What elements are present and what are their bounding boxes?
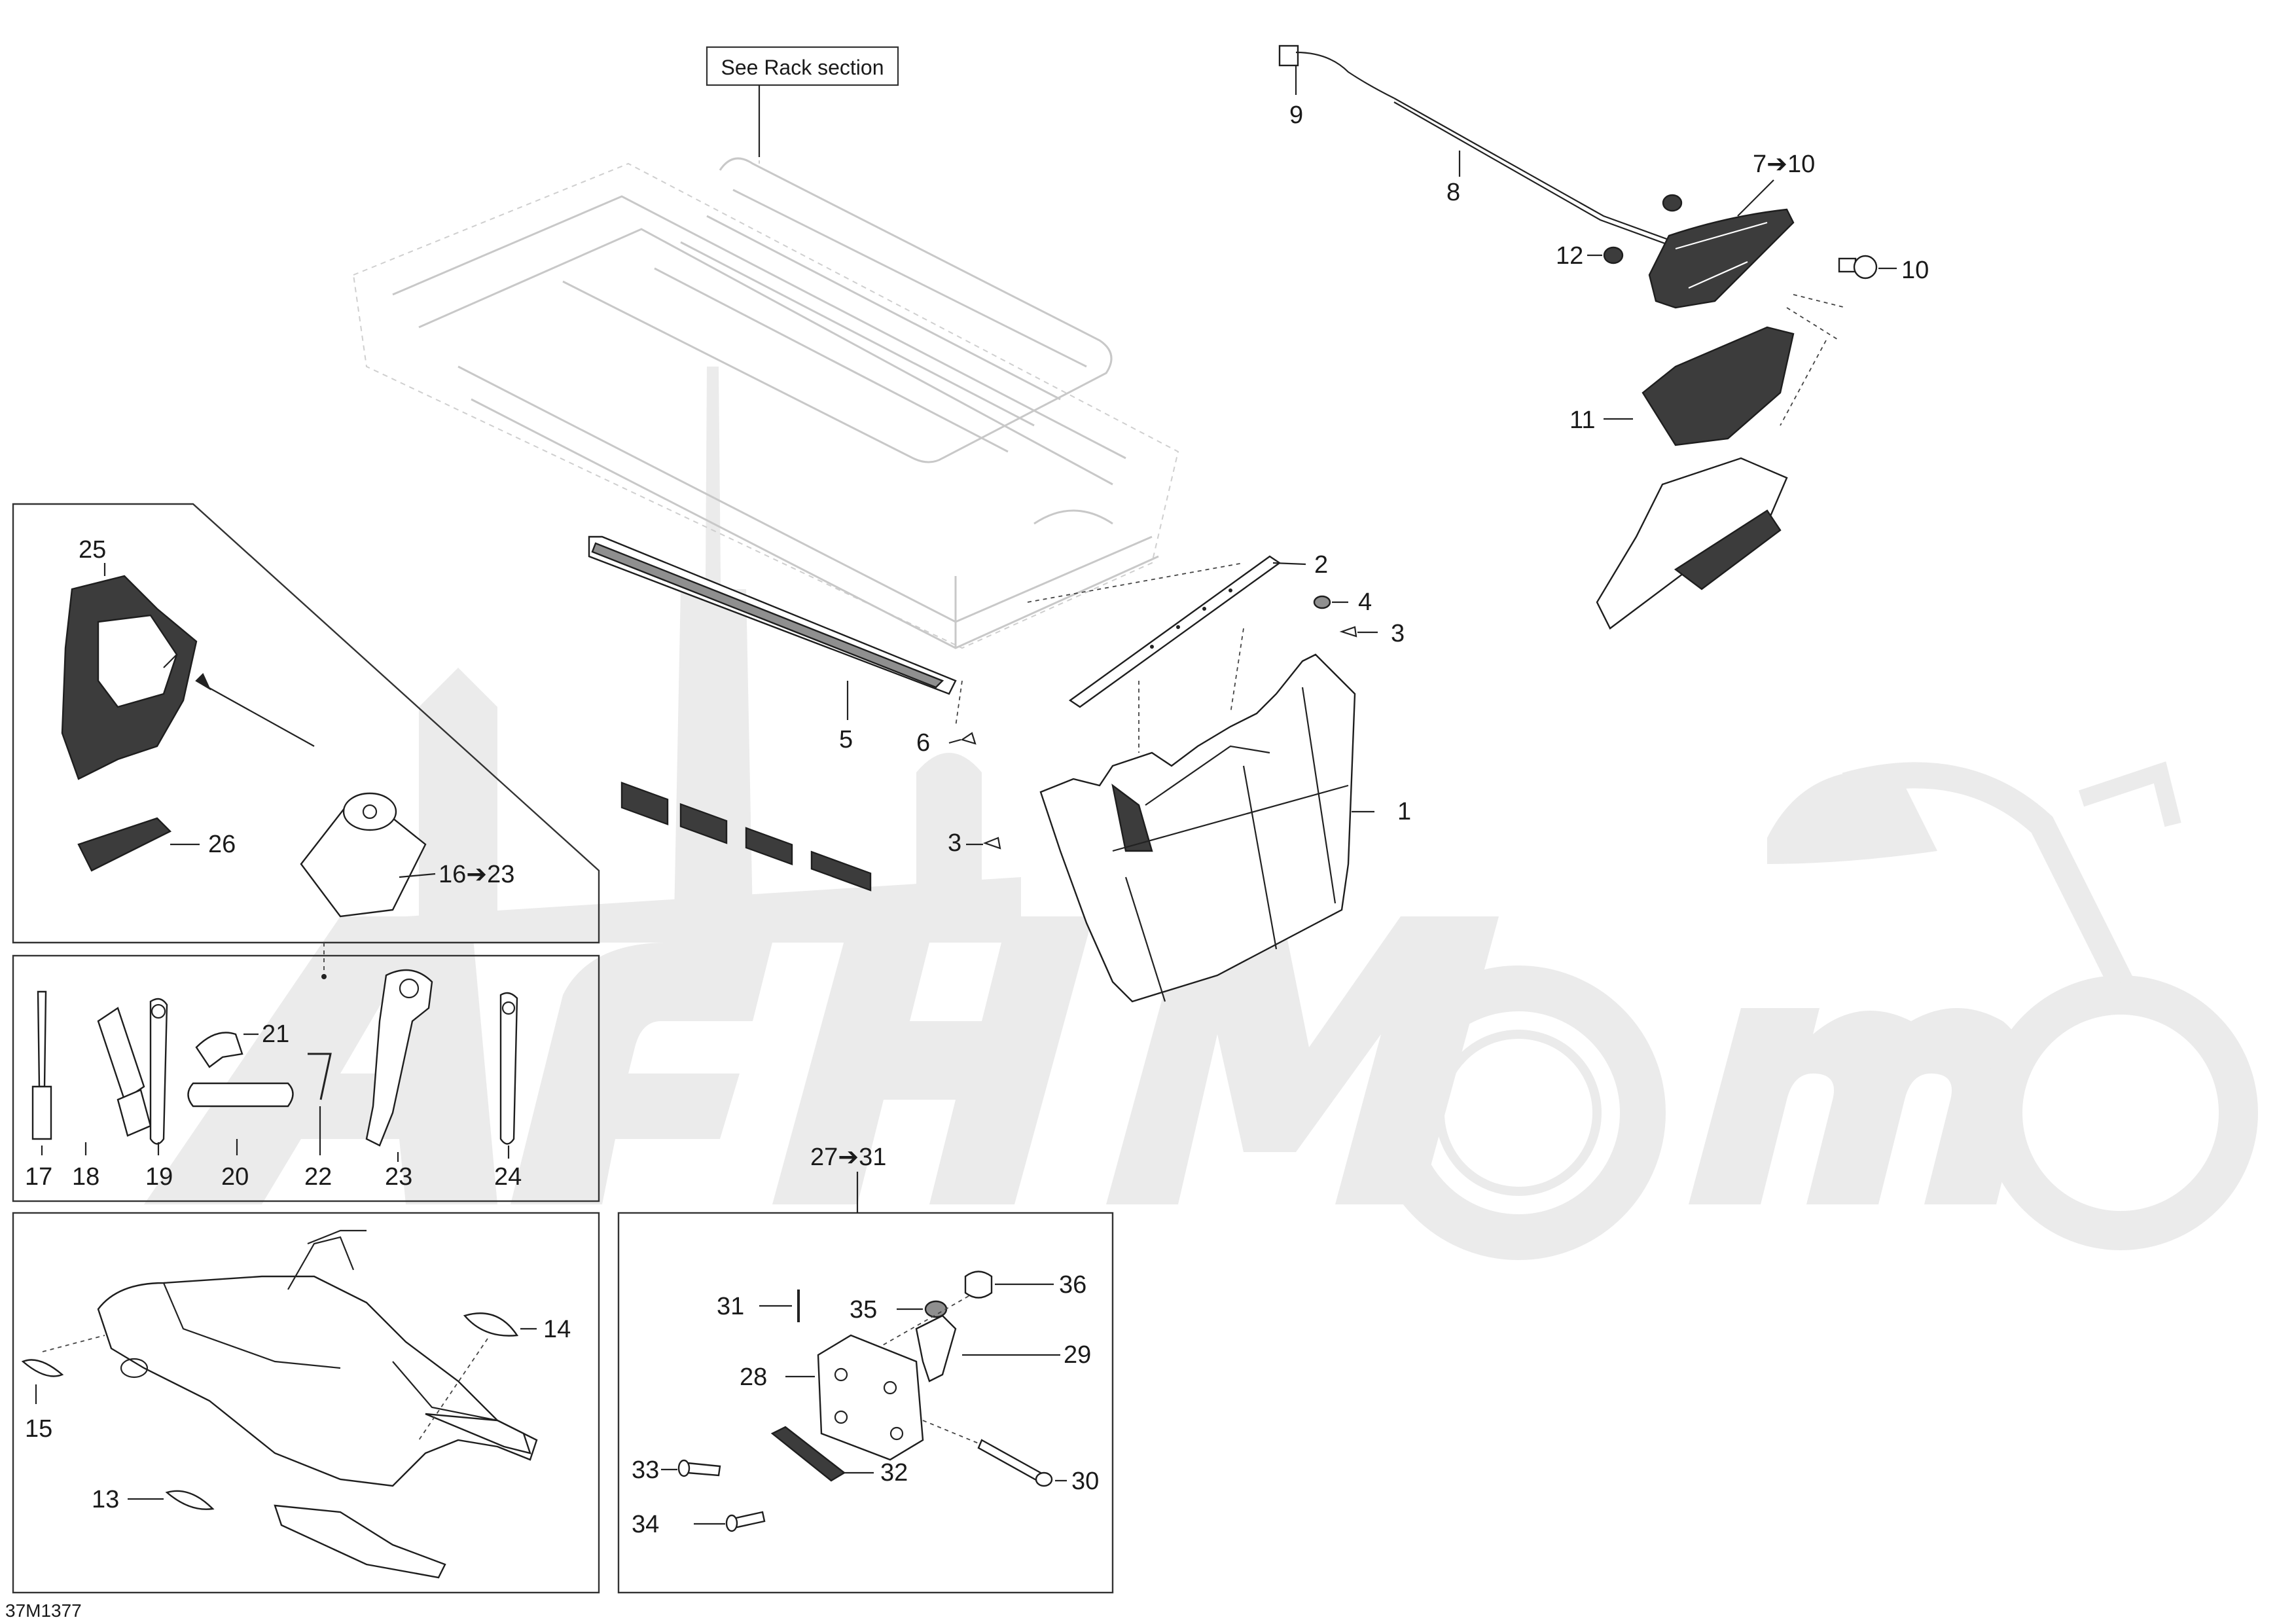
diagram-code: 37M1377 xyxy=(5,1600,82,1621)
callout-26: 26 xyxy=(208,831,236,858)
part-3-screw-left xyxy=(966,837,1001,850)
callout-28: 28 xyxy=(740,1363,767,1391)
callout-15: 15 xyxy=(25,1415,52,1443)
part-5-strip xyxy=(588,535,963,892)
callout-11: 11 xyxy=(1570,406,1595,434)
part-4-nut xyxy=(1313,595,1348,609)
callout-14: 14 xyxy=(543,1316,571,1343)
part-12-grommet xyxy=(1587,194,1683,264)
callout-22: 22 xyxy=(304,1163,332,1191)
box-tools xyxy=(12,954,600,1202)
callout-25: 25 xyxy=(79,536,106,564)
callout-1: 1 xyxy=(1397,798,1411,825)
ghost-rack xyxy=(352,111,1179,649)
part-3-screw-top xyxy=(1339,626,1378,638)
part-11-housing xyxy=(1596,307,1840,630)
part-8-harness xyxy=(1393,98,1676,247)
callout-17: 17 xyxy=(25,1163,52,1191)
callout-labels: 1 2 3 3 4 5 6 7➔10 8 9 10 11 12 13 14 15… xyxy=(25,101,1929,1538)
part-10-bulb xyxy=(1793,255,1897,308)
callout-27-31: 27➔31 xyxy=(810,1144,886,1171)
callout-31: 31 xyxy=(717,1293,744,1320)
callout-12: 12 xyxy=(1556,242,1583,270)
part-2-retainer xyxy=(1027,555,1306,708)
callout-18: 18 xyxy=(72,1163,99,1191)
callout-8: 8 xyxy=(1446,179,1460,206)
part-1-snowflap xyxy=(1039,628,1374,1003)
callout-23: 23 xyxy=(385,1163,412,1191)
box-mount-hardware xyxy=(617,1172,1114,1594)
callout-32: 32 xyxy=(880,1459,908,1487)
callout-16-23: 16➔23 xyxy=(439,861,514,888)
callout-3-left: 3 xyxy=(948,829,961,857)
callout-3-top: 3 xyxy=(1391,620,1405,647)
part-7-tail-light xyxy=(1648,179,1795,309)
callout-29: 29 xyxy=(1064,1341,1091,1369)
callout-19: 19 xyxy=(145,1163,173,1191)
callout-6: 6 xyxy=(916,729,930,757)
see-rack-section-label: See Rack section xyxy=(721,56,884,79)
box-decals xyxy=(12,1212,600,1594)
callout-24: 24 xyxy=(494,1163,522,1191)
callout-7-10: 7➔10 xyxy=(1753,151,1815,178)
callout-10: 10 xyxy=(1901,257,1929,284)
watermark xyxy=(144,367,2258,1260)
callout-33: 33 xyxy=(632,1456,659,1484)
callout-5: 5 xyxy=(839,726,853,753)
callout-9: 9 xyxy=(1289,101,1303,129)
callout-20: 20 xyxy=(221,1163,249,1191)
callout-34: 34 xyxy=(632,1511,659,1538)
callout-21: 21 xyxy=(262,1020,289,1048)
callout-36: 36 xyxy=(1059,1271,1086,1299)
part-6-screw xyxy=(948,732,977,745)
callout-2: 2 xyxy=(1314,551,1328,579)
callout-4: 4 xyxy=(1358,588,1372,616)
see-rack-section-note: See Rack section xyxy=(706,46,899,157)
callout-30: 30 xyxy=(1071,1468,1099,1495)
callout-35: 35 xyxy=(850,1296,877,1324)
callout-13: 13 xyxy=(92,1486,119,1513)
part-9-connector xyxy=(1278,45,1395,99)
box-tool-kit xyxy=(12,503,600,979)
